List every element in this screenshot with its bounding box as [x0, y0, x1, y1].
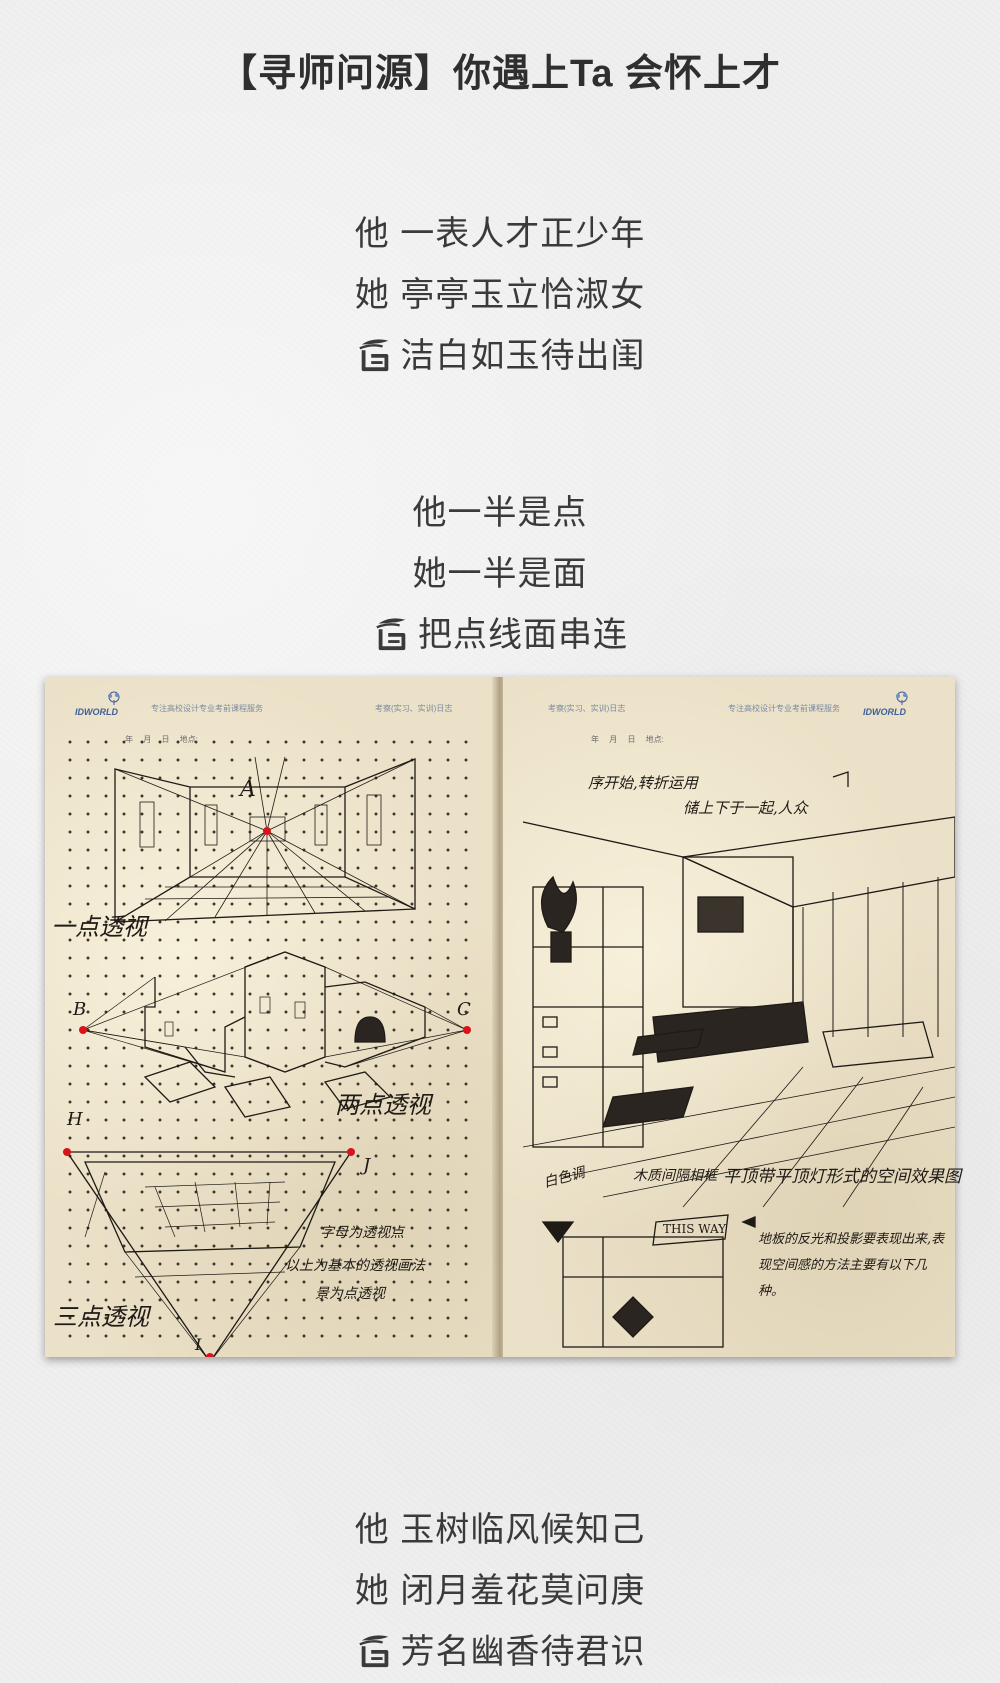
notebook-illustration: IDWORLD 专注高校设计专业考前课程服务 考察(实习、实训)日志 年 月 日…	[45, 677, 961, 1357]
poem-line: 他 玉树临风候知己	[354, 1511, 646, 1549]
poem-line: 他 一表人才正少年	[354, 215, 646, 253]
vp-letter-i: I	[195, 1335, 202, 1354]
vp-letter-b: B	[73, 999, 87, 1020]
poem-stanza: 他一半是点 她一半是面 把点线面串连	[0, 483, 1000, 666]
header-service-text: 专注高校设计专业考前课程服务	[728, 704, 840, 713]
perspective-sketches	[63, 756, 471, 1357]
label-three-point: 三点透视	[53, 1303, 149, 1331]
vp-letter-h: H	[67, 1109, 83, 1130]
logo-text: IDWORLD	[863, 707, 906, 717]
logo-text: IDWORLD	[75, 707, 118, 717]
vanishing-points	[63, 827, 471, 1357]
poem-line-text: 洁白如玉待出闺	[400, 337, 646, 375]
poem-line: 她 亭亭玉立恰淑女	[354, 276, 646, 314]
poem-line: 芳名幽香待君识	[0, 1622, 1000, 1683]
poem-line: 她 闭月羞花莫问庚	[354, 1572, 646, 1610]
idworld-logo: IDWORLD	[863, 691, 935, 717]
poem-line: 他一半是点	[412, 494, 588, 532]
vp-letter-a: A	[240, 777, 256, 802]
vp-letter-j: J	[363, 1155, 371, 1176]
tree-icon	[108, 691, 120, 705]
note-bottom-3: 平顶带平顶灯形式的空间效果图	[723, 1167, 961, 1187]
poem-stanza: 他 一表人才正少年 她 亭亭玉立恰淑女 洁白如玉待出闺	[0, 204, 1000, 387]
header-service-text: 专注高校设计专业考前课程服务	[151, 704, 263, 713]
poem-line-text: 芳名幽香待君识	[400, 1633, 646, 1671]
stylized-wang-mark-icon	[355, 1631, 395, 1669]
tree-icon	[896, 691, 908, 705]
poem-line: 洁白如玉待出闺	[0, 326, 1000, 387]
label-one-point: 一点透视	[51, 913, 147, 941]
poem-stanza: 他 玉树临风候知己 她 闭月羞花莫问庚 芳名幽香待君识	[0, 1500, 1000, 1683]
notebook-right-page: 考察(实习、实训)日志 专注高校设计专业考前课程服务 IDWORLD 年 月 日…	[503, 677, 961, 1357]
sign-this-way: THIS WAY	[663, 1222, 727, 1236]
interior-sketch	[522, 771, 955, 1348]
note-bottom-2: 木质间隔相框	[633, 1168, 717, 1184]
header-log-text: 考察(实习、实训)日志	[548, 704, 626, 713]
poem-line-text: 把点线面串连	[418, 616, 628, 654]
date-line: 年 月 日 地点:	[125, 735, 198, 744]
note-vanishing-letters: 字母为透视点	[320, 1225, 404, 1241]
notebook-left-page: IDWORLD 专注高校设计专业考前课程服务 考察(实习、实训)日志 年 月 日…	[45, 677, 497, 1357]
vp-letter-c: C	[457, 999, 471, 1020]
poem-line: 把点线面串连	[0, 605, 1000, 666]
stylized-wang-mark-icon	[355, 335, 395, 373]
date-line: 年 月 日 地点:	[591, 735, 664, 744]
header-log-text: 考察(实习、实训)日志	[375, 704, 453, 713]
page-title: 【寻师问源】你遇上Ta 会怀上才	[218, 53, 782, 95]
stylized-wang-mark-icon	[372, 614, 412, 652]
note-point-perspective: 景为点透视	[315, 1286, 385, 1302]
note-top-2: 储上下于一起,人众	[683, 799, 808, 817]
note-top-1: 序开始,转折运用	[588, 774, 698, 792]
idworld-logo: IDWORLD	[75, 691, 147, 717]
poem-line: 她一半是面	[412, 555, 588, 593]
note-paragraph: 地板的反光和投影要表现出来,表现空间感的方法主要有以下几种。	[758, 1232, 945, 1299]
note-basic-methods: 以上为基本的透视画法	[285, 1258, 425, 1274]
label-two-point: 两点透视	[335, 1091, 431, 1119]
